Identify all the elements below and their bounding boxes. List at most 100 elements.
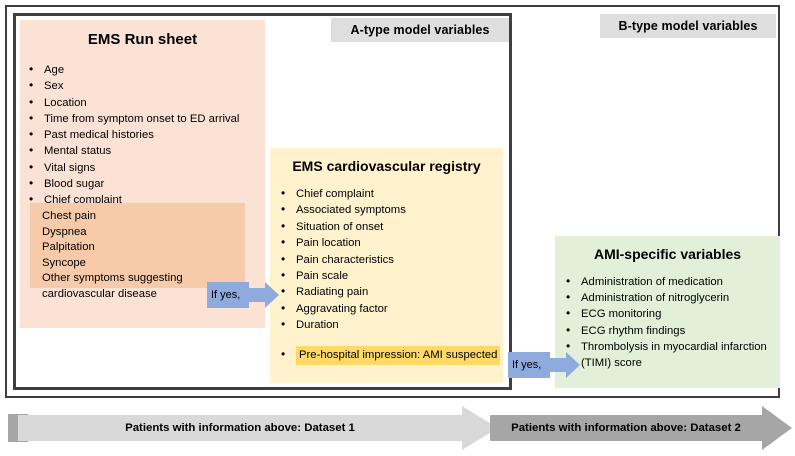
list-item: • Age bbox=[20, 62, 265, 78]
list-item: • Time from symptom onset to ED arrival bbox=[20, 111, 265, 127]
list-item: • Administration of nitroglycerin bbox=[555, 290, 780, 306]
symptom-item: Syncope bbox=[42, 256, 86, 269]
bullet-icon: • bbox=[566, 338, 571, 353]
list-item: • Thrombolysis in myocardial infarction (T… bbox=[555, 339, 780, 371]
btype-model-variables-tag: B-type model variables bbox=[600, 14, 776, 38]
if-yes-label-1: If yes, bbox=[207, 282, 249, 308]
list-item-label: Duration bbox=[296, 319, 339, 332]
bullet-icon: • bbox=[281, 284, 286, 299]
ems-registry-list: • Chief complaint • Associated symptoms • S… bbox=[270, 186, 503, 334]
ems-run-sheet-title: EMS Run sheet bbox=[87, 31, 198, 48]
list-item-label: ECG monitoring bbox=[581, 308, 662, 321]
list-item: • Pain characteristics bbox=[270, 252, 503, 268]
bullet-icon: • bbox=[566, 322, 571, 337]
list-item-label: Administration of medication bbox=[581, 276, 723, 288]
chevron-bar: Patients with information above: Dataset… bbox=[0, 400, 795, 456]
list-item-label: Chief complaint bbox=[296, 188, 374, 200]
if-yes-connector-2: If yes, bbox=[508, 352, 580, 378]
list-item: • Administration of medication bbox=[555, 274, 780, 290]
right-arrow-icon bbox=[249, 282, 279, 308]
list-item-label: Pain characteristics bbox=[296, 253, 394, 266]
list-item: • Associated symptoms bbox=[270, 202, 503, 218]
list-item-label: Past medical histories bbox=[44, 129, 154, 142]
bullet-icon: • bbox=[281, 300, 286, 315]
list-item: • Blood sugar bbox=[20, 176, 265, 192]
bullet-icon: • bbox=[29, 159, 34, 174]
ami-variables-title: AMI-specific variables bbox=[593, 246, 742, 262]
symptom-item: cardiovascular disease bbox=[42, 287, 157, 300]
bullet-icon: • bbox=[281, 235, 286, 250]
prehospital-impression-label: Pre-hospital impression: AMI suspected bbox=[296, 346, 501, 365]
list-item-label: Mental status bbox=[44, 145, 112, 158]
ami-specific-variables-box: AMI-specific variables • Administration o… bbox=[555, 236, 780, 388]
list-item: • Radiating pain bbox=[270, 284, 503, 300]
list-item-label: Radiating pain bbox=[296, 286, 369, 299]
atype-tag-label: A-type model variables bbox=[350, 23, 490, 37]
list-item: • Pain scale bbox=[270, 268, 503, 284]
list-item: • Duration bbox=[270, 317, 503, 333]
ems-run-sheet-list: • Age • Sex • Location • Time from symptom o… bbox=[20, 62, 265, 209]
bullet-icon: • bbox=[281, 186, 286, 200]
list-item-label: ECG rhythm findings bbox=[581, 324, 686, 337]
list-item-label: Vital signs bbox=[44, 161, 96, 174]
dataset2-chevron: Patients with information above: Dataset… bbox=[490, 406, 792, 450]
list-item-label: Administration of nitroglycerin bbox=[581, 292, 730, 305]
list-item-label: Time from symptom onset to ED arrival bbox=[44, 112, 240, 125]
list-item-label: Thrombolysis in myocardial infarction bbox=[581, 340, 767, 353]
bullet-icon: • bbox=[281, 347, 286, 361]
list-item-label: Pain scale bbox=[296, 270, 349, 283]
dataset1-chevron: Patients with information above: Dataset… bbox=[18, 406, 498, 450]
if-yes-connector-1: If yes, bbox=[207, 282, 279, 308]
list-item-label: Pain location bbox=[296, 237, 361, 250]
bullet-icon: • bbox=[566, 290, 571, 305]
list-item: • Situation of onset bbox=[270, 219, 503, 235]
ems-registry-title: EMS cardiovascular registry bbox=[292, 158, 481, 174]
bullet-icon: • bbox=[281, 202, 286, 217]
cardiovascular-symptoms-box: Chest pain Dyspnea Palpitation Syncope O… bbox=[30, 203, 245, 300]
list-item: • Location bbox=[20, 95, 265, 111]
bullet-icon: • bbox=[29, 94, 34, 109]
bullet-icon: • bbox=[29, 127, 34, 142]
symptom-item: Palpitation bbox=[42, 241, 95, 254]
ami-variables-list: • Administration of medication • Administr… bbox=[555, 274, 780, 371]
list-item-label: Situation of onset bbox=[296, 220, 384, 233]
list-item: • Aggravating factor bbox=[270, 301, 503, 317]
bullet-icon: • bbox=[29, 143, 34, 158]
bullet-icon: • bbox=[29, 192, 34, 207]
bullet-icon: • bbox=[281, 317, 286, 332]
bullet-icon: • bbox=[281, 251, 286, 266]
right-arrow-icon bbox=[550, 352, 580, 378]
bullet-icon: • bbox=[29, 62, 34, 76]
prehospital-impression-row: • Pre-hospital impression: AMI suspected bbox=[270, 346, 503, 365]
bullet-icon: • bbox=[566, 306, 571, 321]
list-item: • Chief complaint bbox=[270, 186, 503, 202]
symptom-item: Dyspnea bbox=[42, 225, 87, 238]
ems-cardiovascular-registry-box: EMS cardiovascular registry • Chief compl… bbox=[270, 148, 503, 383]
list-item: • ECG monitoring bbox=[555, 306, 780, 322]
list-item-label: Associated symptoms bbox=[296, 204, 406, 217]
atype-model-variables-tag: A-type model variables bbox=[331, 18, 509, 42]
list-item: • Sex bbox=[20, 78, 265, 94]
bullet-icon: • bbox=[566, 274, 571, 288]
dataset2-label: Patients with information above: Dataset… bbox=[511, 422, 741, 434]
symptom-item: Chest pain bbox=[42, 210, 97, 222]
bullet-icon: • bbox=[281, 268, 286, 283]
list-item-continuation: (TIMI) score bbox=[581, 357, 642, 370]
bullet-icon: • bbox=[29, 176, 34, 191]
list-item-label: Aggravating factor bbox=[296, 302, 388, 315]
list-item: • Mental status bbox=[20, 143, 265, 159]
btype-tag-label: B-type model variables bbox=[618, 19, 758, 33]
dataset1-label: Patients with information above: Dataset… bbox=[125, 422, 355, 434]
list-item-label: Blood sugar bbox=[44, 178, 105, 191]
bullet-icon: • bbox=[281, 218, 286, 233]
list-item-label: Location bbox=[44, 96, 87, 109]
bullet-icon: • bbox=[29, 110, 34, 125]
list-item-label: Sex bbox=[44, 80, 64, 93]
list-item-label: Age bbox=[44, 64, 65, 76]
symptom-item: Other symptoms suggesting bbox=[42, 272, 183, 285]
bullet-icon: • bbox=[29, 78, 34, 93]
list-item: • Past medical histories bbox=[20, 127, 265, 143]
list-item: • ECG rhythm findings bbox=[555, 323, 780, 339]
if-yes-label-2: If yes, bbox=[508, 352, 550, 378]
